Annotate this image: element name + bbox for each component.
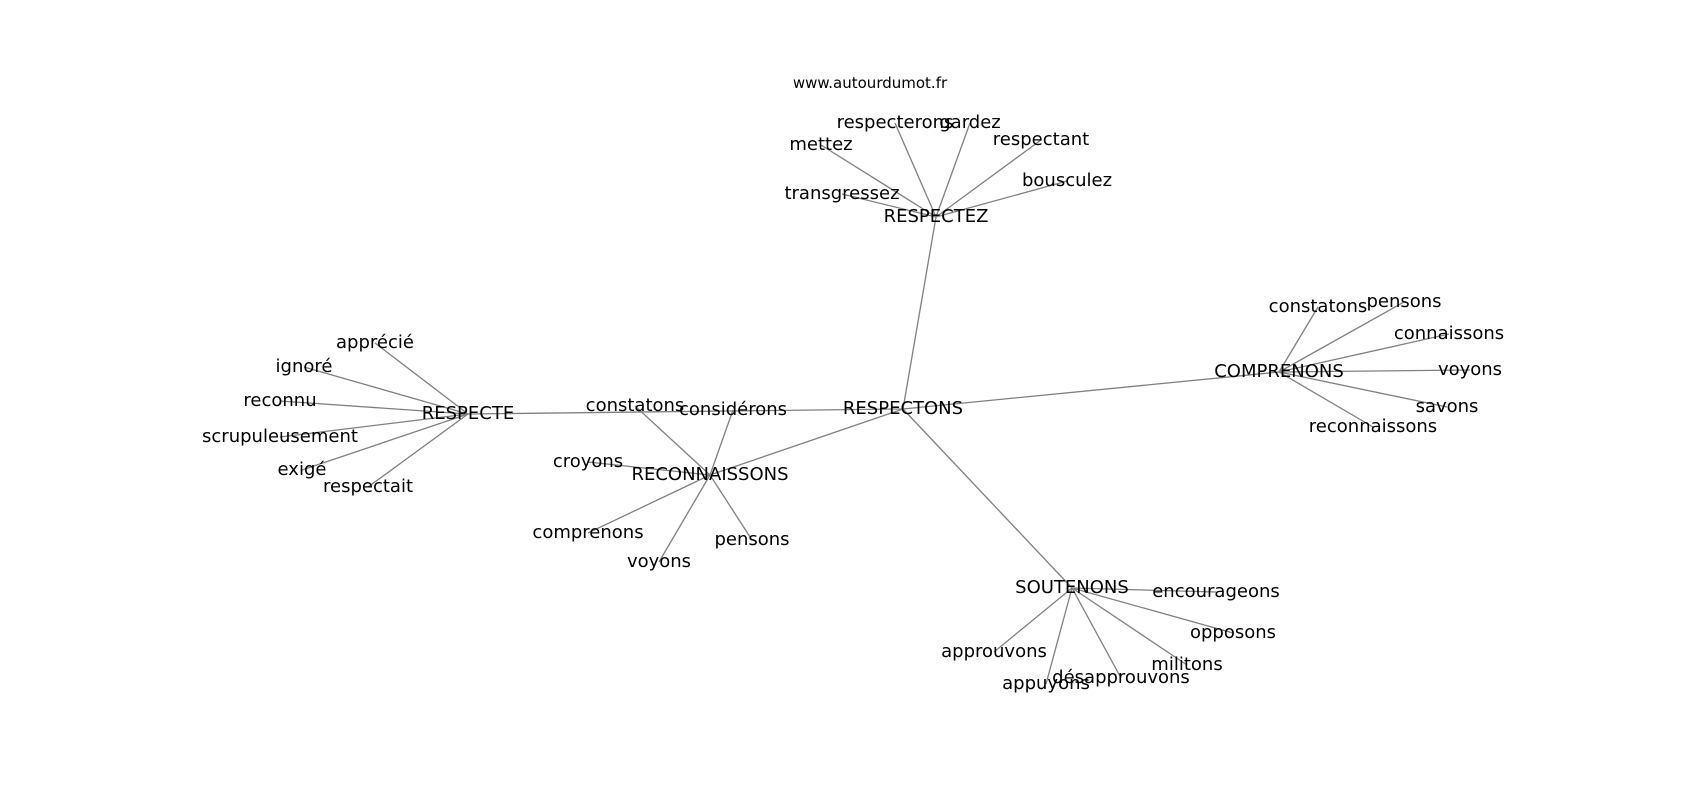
edge-soutenons-desapprouvons — [1071, 587, 1122, 679]
node-respectez: RESPECTEZ — [884, 206, 989, 227]
node-militons: militons — [1151, 654, 1222, 675]
edge-respecte-respectait — [367, 413, 469, 488]
edge-respecte-apprecie — [374, 342, 469, 415]
node-reconnu: reconnu — [243, 390, 316, 411]
edge-reconnaissons_hub-r_pensons — [709, 474, 753, 541]
edge-comprenons_hub-c_voyons — [1278, 369, 1471, 373]
node-apprecie: apprécié — [336, 332, 414, 353]
node-approuvons: approuvons — [941, 641, 1047, 662]
edge-comprenons_hub-c_connaissons — [1278, 333, 1450, 373]
edge-respectez-mettez — [820, 144, 937, 218]
edge-respectez-respecterons — [894, 122, 937, 218]
edge-respecte-reconnu — [279, 400, 469, 415]
node-soutenons: SOUTENONS — [1015, 577, 1129, 598]
source-credit: www.autourdumot.fr — [793, 74, 948, 92]
node-c_voyons: voyons — [1438, 359, 1502, 380]
node-desapprouvons: désapprouvons — [1052, 667, 1190, 688]
node-scrupuleusement: scrupuleusement — [202, 426, 358, 447]
edge-respecte-exige — [301, 413, 469, 471]
edge-respectons-reconnaissons_hub — [709, 408, 904, 476]
edge-respectons-comprenons_hub — [902, 371, 1280, 410]
node-ignore: ignoré — [276, 356, 333, 377]
edge-respectez-respectant — [935, 139, 1042, 218]
node-encourageons: encourageons — [1152, 581, 1280, 602]
edge-soutenons-militons — [1071, 587, 1188, 666]
node-r_constatons: constatons — [586, 395, 685, 416]
node-croyons: croyons — [553, 451, 623, 472]
node-reconnaissons_hub: RECONNAISSONS — [631, 464, 788, 485]
node-c_pensons: pensons — [1366, 291, 1441, 312]
node-appuyons: appuyons — [1002, 673, 1090, 694]
edge-respectez-bousculez — [935, 180, 1068, 218]
node-exige: exigé — [278, 459, 327, 480]
edge-soutenons-approuvons — [993, 587, 1073, 653]
edge-comprenons_hub-c_constatons — [1278, 306, 1319, 373]
node-comprenons_hub: COMPRENONS — [1214, 361, 1344, 382]
edge-soutenons-encourageons — [1071, 587, 1217, 593]
edge-reconnaissons_hub-r_constatons — [634, 405, 711, 476]
edge-respecte-scrupuleusement — [279, 413, 469, 438]
edge-soutenons-opposons — [1071, 587, 1234, 634]
node-layer: RESPECTONS RESPECTEZ COMPRENONS SOUTENONS RE… — [202, 112, 1504, 694]
edge-reconnaissons_hub-croyons — [587, 461, 711, 476]
node-mettez: mettez — [789, 134, 852, 155]
edge-reconnaissons_hub-r_voyons — [658, 474, 711, 563]
node-respectait: respectait — [323, 476, 413, 497]
node-respecte: RESPECTE — [422, 403, 514, 424]
edge-comprenons_hub-c_savons — [1278, 371, 1448, 408]
node-c_connaissons: connaissons — [1394, 323, 1504, 344]
edge-respectons-respectez — [902, 216, 937, 410]
edge-respectons-soutenons — [902, 408, 1073, 589]
node-respecterons: respecterons — [837, 112, 954, 133]
node-r_comprenons: comprenons — [532, 522, 643, 543]
edge-layer — [279, 122, 1471, 685]
node-transgressez: transgressez — [784, 183, 899, 204]
edge-respecte-ignore — [303, 366, 469, 415]
edge-respectez-gardez — [935, 122, 971, 218]
edge-reconnaissons_hub-r_comprenons — [587, 474, 711, 534]
node-c_reconnaissons: reconnaissons — [1309, 416, 1437, 437]
edge-respectez-transgressez — [841, 193, 937, 218]
node-r_voyons: voyons — [627, 551, 691, 572]
edge-soutenons-appuyons — [1045, 587, 1073, 685]
node-r_pensons: pensons — [714, 529, 789, 550]
edge-comprenons_hub-c_reconnaissons — [1278, 371, 1374, 428]
edge-respectons-respecte — [467, 408, 904, 415]
node-bousculez: bousculez — [1022, 170, 1112, 191]
node-considerons: considérons — [679, 399, 787, 420]
node-gardez: gardez — [939, 112, 1001, 133]
node-c_savons: savons — [1416, 396, 1479, 417]
edge-comprenons_hub-c_pensons — [1278, 301, 1405, 373]
node-respectons: RESPECTONS — [843, 398, 963, 419]
edge-reconnaissons_hub-considerons — [709, 409, 734, 476]
node-opposons: opposons — [1190, 622, 1276, 643]
node-respectant: respectant — [993, 129, 1089, 150]
node-c_constatons: constatons — [1269, 296, 1368, 317]
